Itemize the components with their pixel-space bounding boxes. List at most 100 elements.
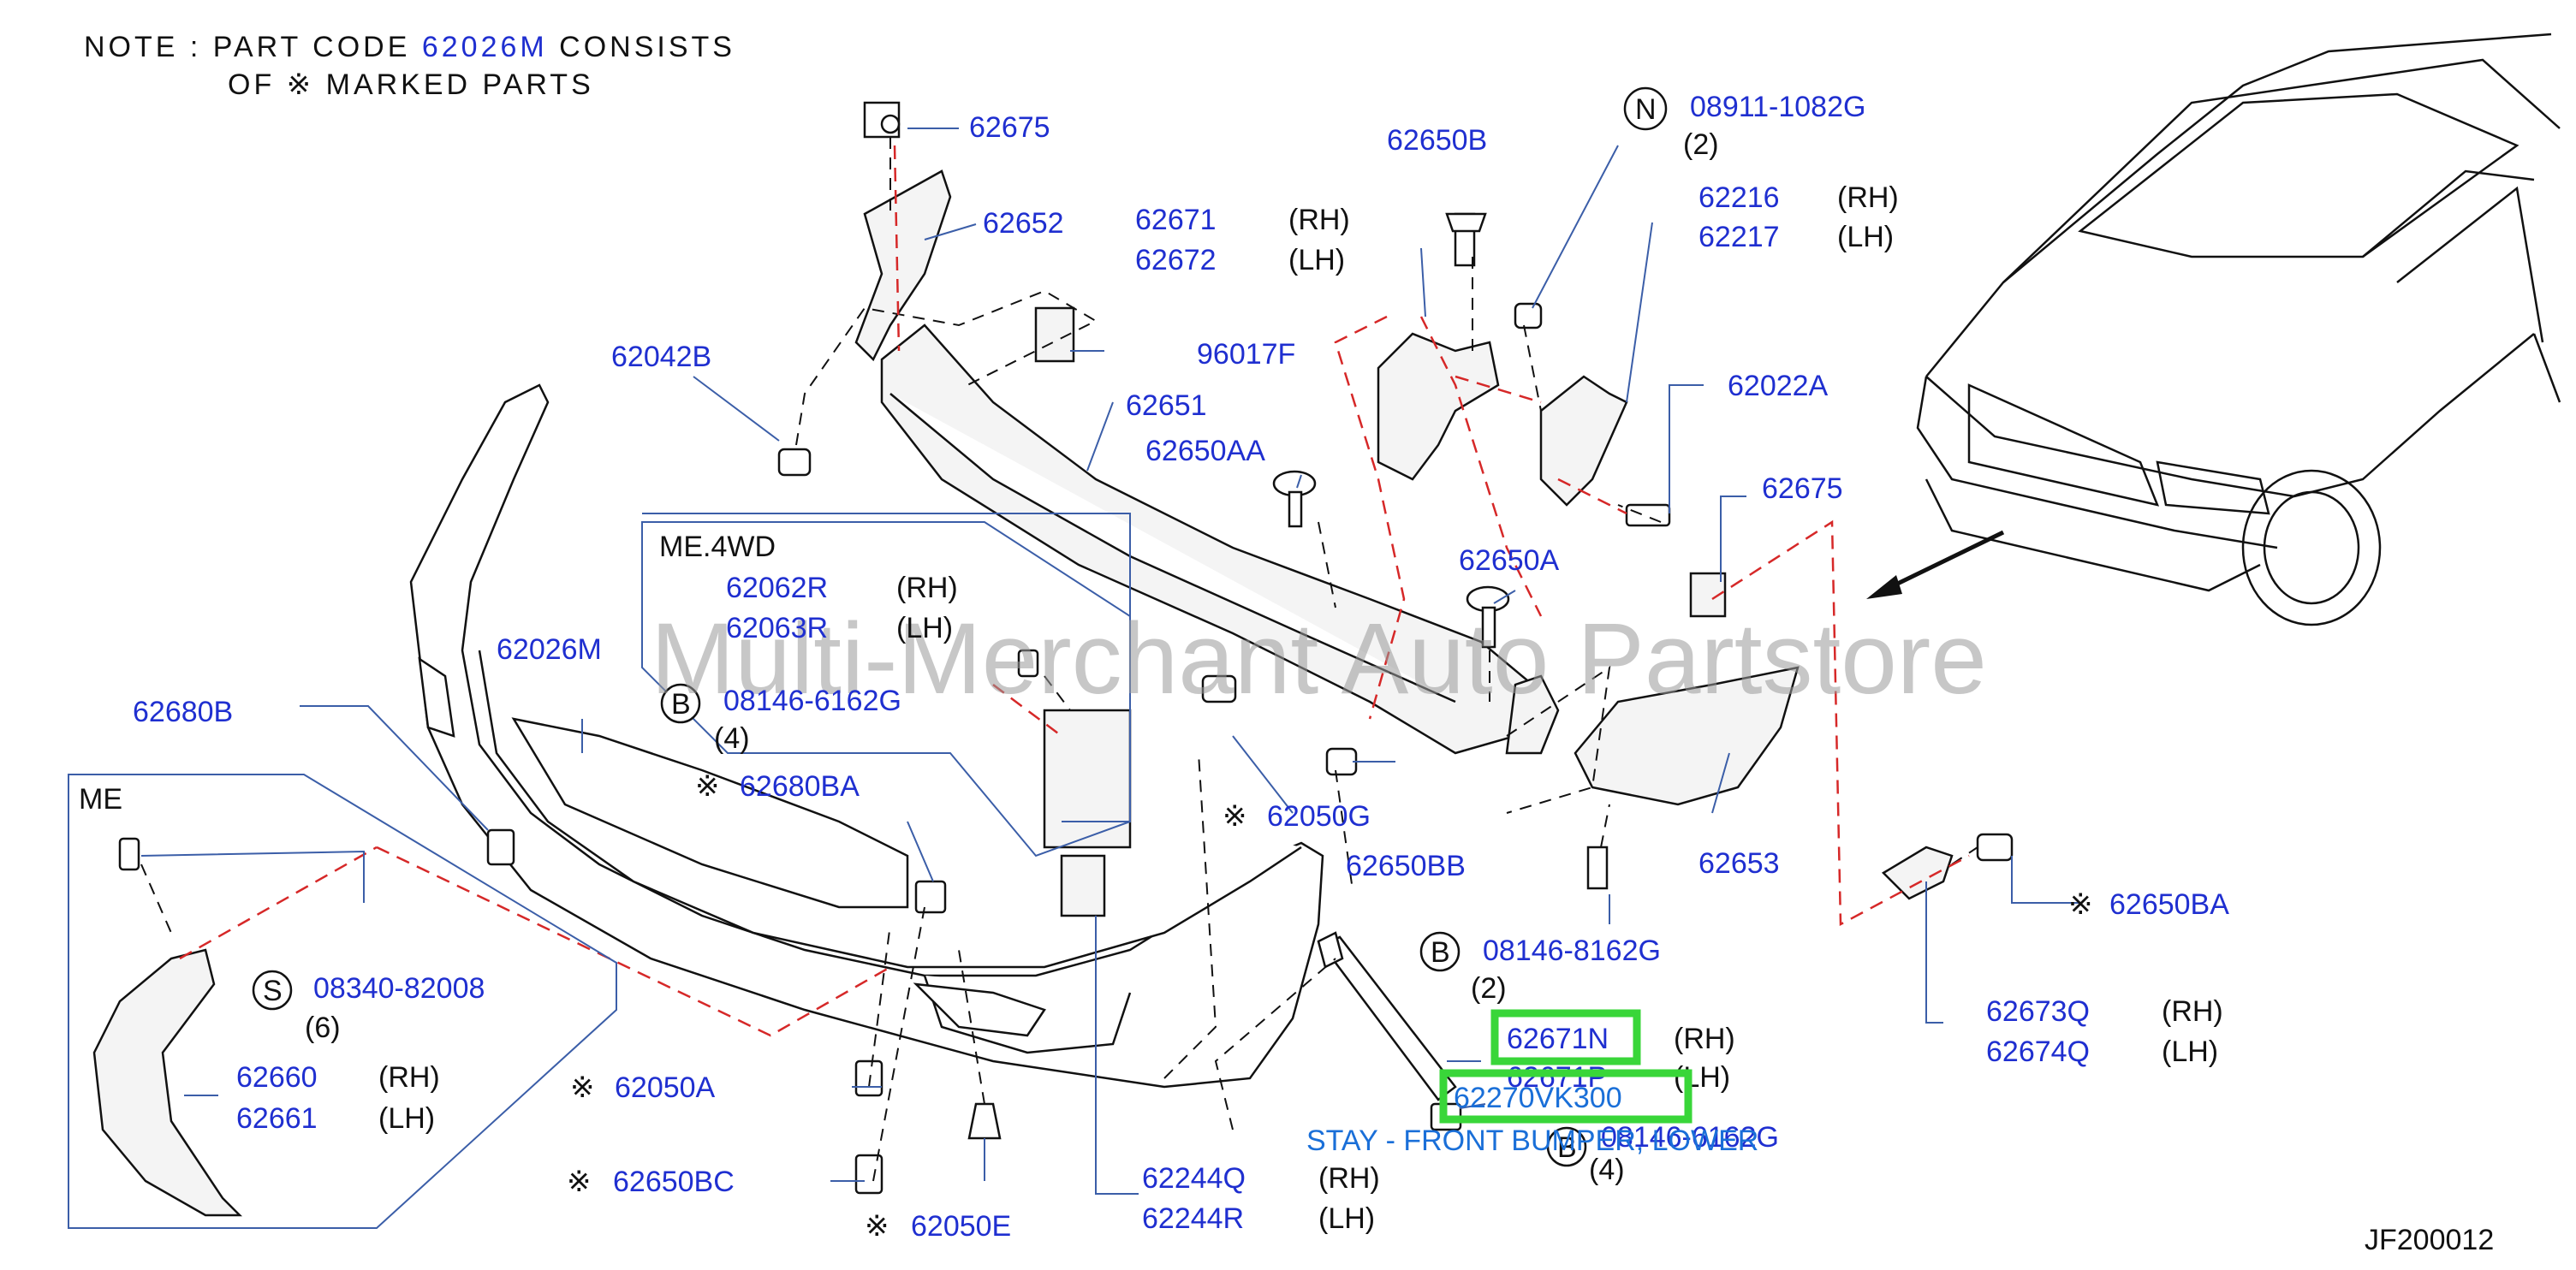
label-62674Q[interactable]: 62674Q <box>1986 1036 2090 1068</box>
side-bracket-right <box>1514 302 1671 527</box>
asterisk-symbol: ※ <box>287 68 315 101</box>
label-62063R[interactable]: 62063R <box>726 612 828 644</box>
side-rh-62671: (RH) <box>1288 204 1350 236</box>
qty-08146-6162G: (4) <box>714 722 750 755</box>
svg-text:OF ※ MARKED PARTS: OF ※ MARKED PARTS <box>228 68 594 101</box>
label-62650B[interactable]: 62650B <box>1387 124 1487 157</box>
label-62651[interactable]: 62651 <box>1126 389 1207 422</box>
note-block: NOTE : PART CODE 62026M CONSISTS OF ※ MA… <box>84 31 735 101</box>
side-rh-62244Q: (RH) <box>1318 1162 1380 1195</box>
label-62671N[interactable]: 62671N <box>1507 1023 1609 1055</box>
side-lh-62217: (LH) <box>1837 221 1894 253</box>
label-62244R[interactable]: 62244R <box>1142 1202 1244 1235</box>
label-62675-top[interactable]: 62675 <box>969 111 1050 144</box>
label-62671P[interactable]: 62671P <box>1507 1061 1607 1094</box>
label-62216[interactable]: 62216 <box>1698 181 1780 214</box>
note-line1-code: 62026M <box>422 31 548 63</box>
side-lh-62671P: (LH) <box>1674 1061 1730 1094</box>
label-62217[interactable]: 62217 <box>1698 221 1780 253</box>
circle-symbols: N B B B S <box>252 86 1668 1167</box>
side-rh-62671N: (RH) <box>1674 1023 1735 1055</box>
highlight-62671N <box>1490 1009 1641 1065</box>
label-62652[interactable]: 62652 <box>983 207 1064 240</box>
label-62673Q[interactable]: 62673Q <box>1986 995 2090 1028</box>
label-62650BB[interactable]: 62650BB <box>1346 850 1466 882</box>
s-symbol: S <box>263 975 283 1007</box>
asterisk-62050G: ※ <box>1223 800 1247 833</box>
note-line1-prefix: NOTE : PART CODE <box>84 31 410 63</box>
side-rh-62673Q: (RH) <box>2162 995 2223 1028</box>
label-08911-1082G[interactable]: 08911-1082G <box>1690 91 1865 123</box>
label-62022A[interactable]: 62022A <box>1728 370 1829 402</box>
side-lh-62661: (LH) <box>378 1102 435 1135</box>
label-08146-8162G[interactable]: 08146-8162G <box>1483 935 1661 967</box>
b-symbol-1: B <box>671 688 691 721</box>
label-62050E[interactable]: 62050E <box>911 1210 1011 1243</box>
watermark: Multi-Merchant Auto Partstore <box>651 602 1987 715</box>
group-label-me4wd: ME.4WD <box>659 531 776 563</box>
label-62671[interactable]: 62671 <box>1135 204 1217 236</box>
stay-description: STAY - FRONT BUMPER, LOWER <box>1306 1125 1758 1157</box>
label-62660[interactable]: 62660 <box>236 1061 318 1094</box>
qty-08146-6162G-b: (4) <box>1589 1154 1625 1186</box>
label-62653[interactable]: 62653 <box>1698 847 1780 880</box>
side-lh-62244R: (LH) <box>1318 1202 1375 1235</box>
label-62270VK300[interactable]: 62270VK300 <box>1454 1082 1622 1114</box>
label-62661[interactable]: 62661 <box>236 1102 318 1135</box>
dashed-lines <box>140 137 1978 1182</box>
side-lh-62674Q: (LH) <box>2162 1036 2218 1068</box>
asterisk-62650BC: ※ <box>567 1166 592 1198</box>
label-62042B[interactable]: 62042B <box>611 341 711 373</box>
qty-08911: (2) <box>1683 128 1719 161</box>
label-08146-6162G-b[interactable]: 08146-6162G <box>1601 1121 1779 1154</box>
part-labels: 62675 62652 62671 (RH) 62672 (LH) 62650B… <box>133 91 2494 1256</box>
label-96017F[interactable]: 96017F <box>1197 338 1295 371</box>
label-62650BC[interactable]: 62650BC <box>613 1166 735 1198</box>
direction-arrow <box>1866 530 2005 599</box>
note-line2-prefix: OF <box>228 68 275 101</box>
asterisk-62050A: ※ <box>570 1071 595 1104</box>
label-62672[interactable]: 62672 <box>1135 244 1217 276</box>
side-lh-62063R: (LH) <box>896 612 953 644</box>
hardware <box>118 306 1727 1195</box>
label-62680BA[interactable]: 62680BA <box>740 770 860 803</box>
group-label-me: ME <box>79 783 122 816</box>
label-62675-right[interactable]: 62675 <box>1762 472 1843 505</box>
highlights <box>1439 1009 1693 1124</box>
label-62062R[interactable]: 62062R <box>726 572 828 604</box>
note-line2-suffix: MARKED PARTS <box>326 68 594 101</box>
label-62650A[interactable]: 62650A <box>1459 544 1560 577</box>
note-line1-suffix: CONSISTS <box>559 31 735 63</box>
mud-guard <box>92 948 243 1217</box>
b-symbol-2: B <box>1431 936 1450 969</box>
highlight-62270VK300 <box>1439 1069 1693 1124</box>
red-dashed-lines <box>179 145 1970 1037</box>
label-62026M[interactable]: 62026M <box>497 633 602 666</box>
leader-lines <box>140 128 2080 1195</box>
diagram-code: JF200012 <box>2365 1224 2494 1256</box>
label-62244Q[interactable]: 62244Q <box>1142 1162 1246 1195</box>
end-cap <box>1574 666 1800 806</box>
center-bracket <box>1377 212 1500 481</box>
b-symbol-3: B <box>1557 1131 1577 1164</box>
label-62050G[interactable]: 62050G <box>1267 800 1371 833</box>
truck-illustration <box>1916 33 2561 626</box>
svg-text:NOTE : PART CODE 62026M CONSIS: NOTE : PART CODE 62026M CONSISTS <box>84 31 735 63</box>
label-62650AA[interactable]: 62650AA <box>1145 435 1265 467</box>
lower-stay <box>1317 931 1457 1101</box>
label-62680B[interactable]: 62680B <box>133 696 233 728</box>
qty-08146-8162G: (2) <box>1471 972 1507 1005</box>
side-lh-62672: (LH) <box>1288 244 1345 276</box>
label-62650BA[interactable]: 62650BA <box>2109 888 2229 921</box>
label-08146-6162G[interactable]: 08146-6162G <box>723 685 901 717</box>
qty-08340: (6) <box>305 1012 341 1044</box>
side-rh-62216: (RH) <box>1837 181 1899 214</box>
asterisk-62680BA: ※ <box>695 770 720 803</box>
label-62050A[interactable]: 62050A <box>615 1071 716 1104</box>
n-symbol: N <box>1635 93 1657 126</box>
side-bracket-upper <box>854 101 952 362</box>
corner-bracket <box>1881 833 2014 900</box>
asterisk-62650BA: ※ <box>2068 888 2093 921</box>
label-08340-82008[interactable]: 08340-82008 <box>313 972 485 1005</box>
